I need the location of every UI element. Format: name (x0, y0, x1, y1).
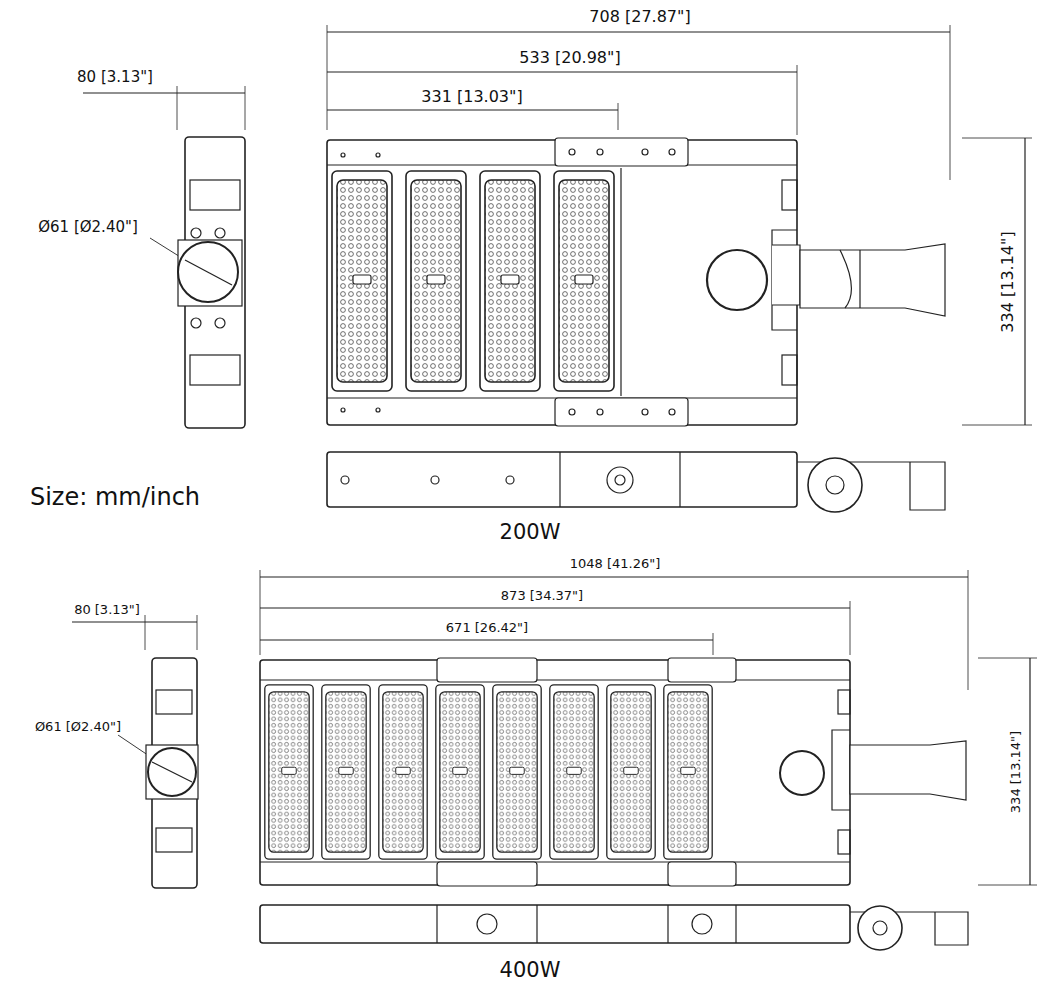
dimension-label: 80 [3.13"] (72, 603, 142, 618)
dimension-label: 80 [3.13"] (75, 69, 155, 86)
dimension-label: 334 [13.14"] (999, 229, 1017, 334)
diameter-label: Ø61 [Ø2.40"] (36, 219, 139, 236)
dimension-label: 334 [13.14"] (1009, 729, 1024, 815)
model-caption: 200W (498, 520, 563, 544)
dimension-label: 331 [13.03"] (419, 88, 524, 106)
unit-note: Size: mm/inch (28, 484, 202, 512)
dimension-label: 873 [34.37"] (499, 589, 585, 604)
diameter-label: Ø61 [Ø2.40"] (33, 720, 123, 735)
dimension-label: 1048 [41.26"] (568, 557, 663, 572)
dimension-label: 671 [26.42"] (444, 621, 530, 636)
dimension-label: 708 [27.87"] (587, 8, 692, 26)
dimension-label: 533 [20.98"] (517, 49, 622, 67)
model-caption: 400W (498, 958, 563, 982)
